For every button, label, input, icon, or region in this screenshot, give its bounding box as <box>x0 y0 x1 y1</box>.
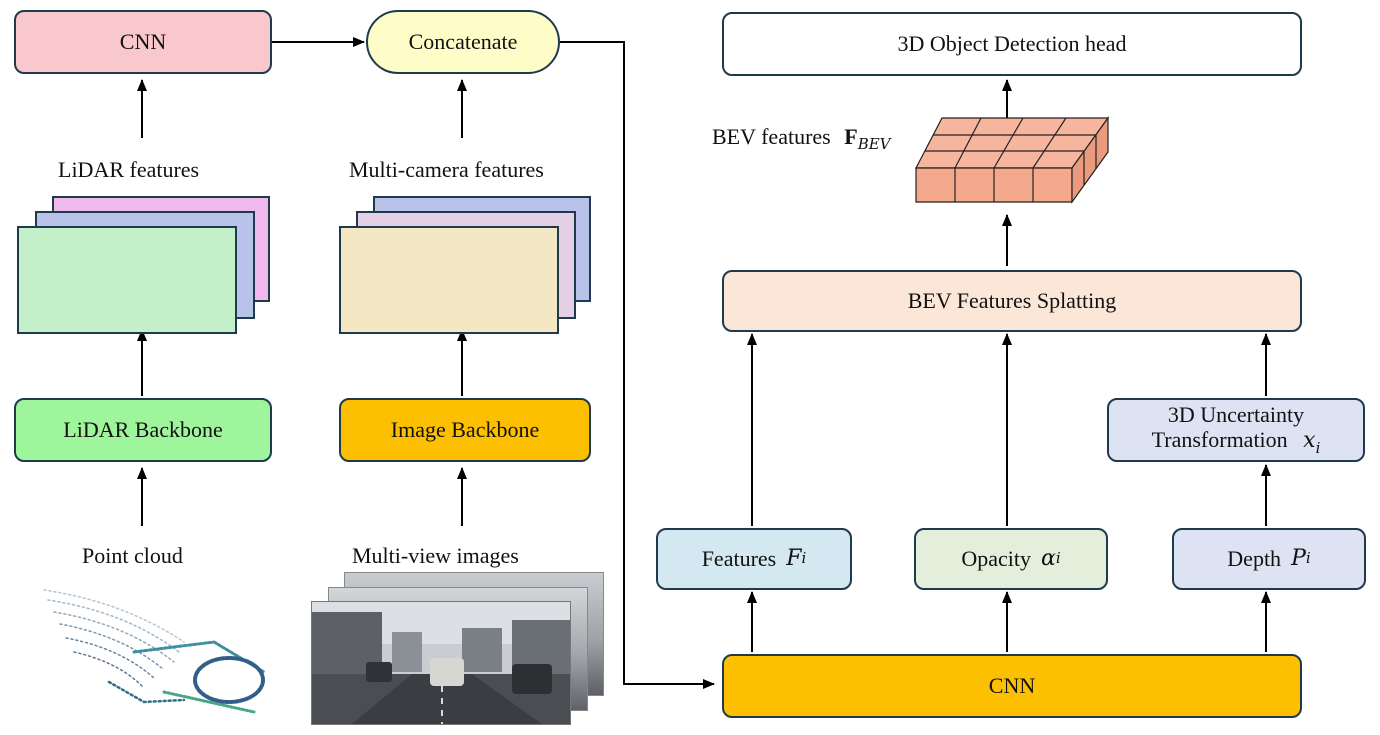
cnn-bottom-box: CNN <box>722 654 1302 718</box>
depth-label: Depth <box>1227 546 1282 572</box>
cnn-bottom-label: CNN <box>988 673 1036 699</box>
bev-features-symbol: F <box>844 124 858 149</box>
camera-features-label: Multi-camera features <box>349 157 544 182</box>
uncertainty-sub: i <box>1315 438 1321 457</box>
image-backbone-label: Image Backbone <box>390 417 540 443</box>
lidar-backbone-label: LiDAR Backbone <box>63 417 223 443</box>
splatting-box: BEV Features Splatting <box>722 270 1302 332</box>
uncertainty-line1: 3D Uncertainty <box>1167 402 1305 428</box>
cnn-top-box: CNN <box>14 10 272 74</box>
cnn-top-label: CNN <box>119 29 167 55</box>
detection-head-box: 3D Object Detection head <box>722 12 1302 76</box>
concatenate-label: Concatenate <box>408 29 518 55</box>
lidar-features-label: LiDAR features <box>58 157 200 182</box>
uncertainty-box: 3D Uncertainty Transformation xi <box>1107 398 1365 462</box>
detection-head-label: 3D Object Detection head <box>897 31 1127 57</box>
features-label: Features <box>701 546 777 572</box>
concatenate-box: Concatenate <box>366 10 560 74</box>
lidar-feature-layer-front <box>17 226 237 334</box>
uncertainty-line2-wrap: Transformation xi <box>1152 427 1321 458</box>
multiview-images-label: Multi-view images <box>352 543 519 568</box>
bev-features-label: BEV features FBEV <box>712 124 891 154</box>
opacity-label: Opacity <box>961 546 1031 572</box>
bev-feature-grid <box>915 116 1110 204</box>
point-cloud-label: Point cloud <box>82 543 183 568</box>
opacity-sub: i <box>1055 548 1061 567</box>
features-var: F <box>786 546 802 572</box>
features-sub: i <box>801 548 807 567</box>
lidar-backbone-box: LiDAR Backbone <box>14 398 272 462</box>
depth-sub: i <box>1305 548 1311 567</box>
uncertainty-var: x <box>1303 428 1316 454</box>
bev-features-text: BEV features <box>712 124 831 149</box>
uncertainty-line2: Transformation <box>1151 427 1288 453</box>
camera-image-front <box>311 601 571 725</box>
bev-features-symbol-sub: BEV <box>857 135 891 154</box>
arrow-concatenate-to-cnn-bottom <box>560 41 715 689</box>
splatting-label: BEV Features Splatting <box>907 288 1117 314</box>
image-backbone-box: Image Backbone <box>339 398 591 462</box>
depth-var: P <box>1291 546 1306 572</box>
opacity-var: α <box>1040 546 1056 572</box>
point-cloud-image <box>43 589 266 714</box>
camera-feature-layer-front <box>339 226 559 334</box>
